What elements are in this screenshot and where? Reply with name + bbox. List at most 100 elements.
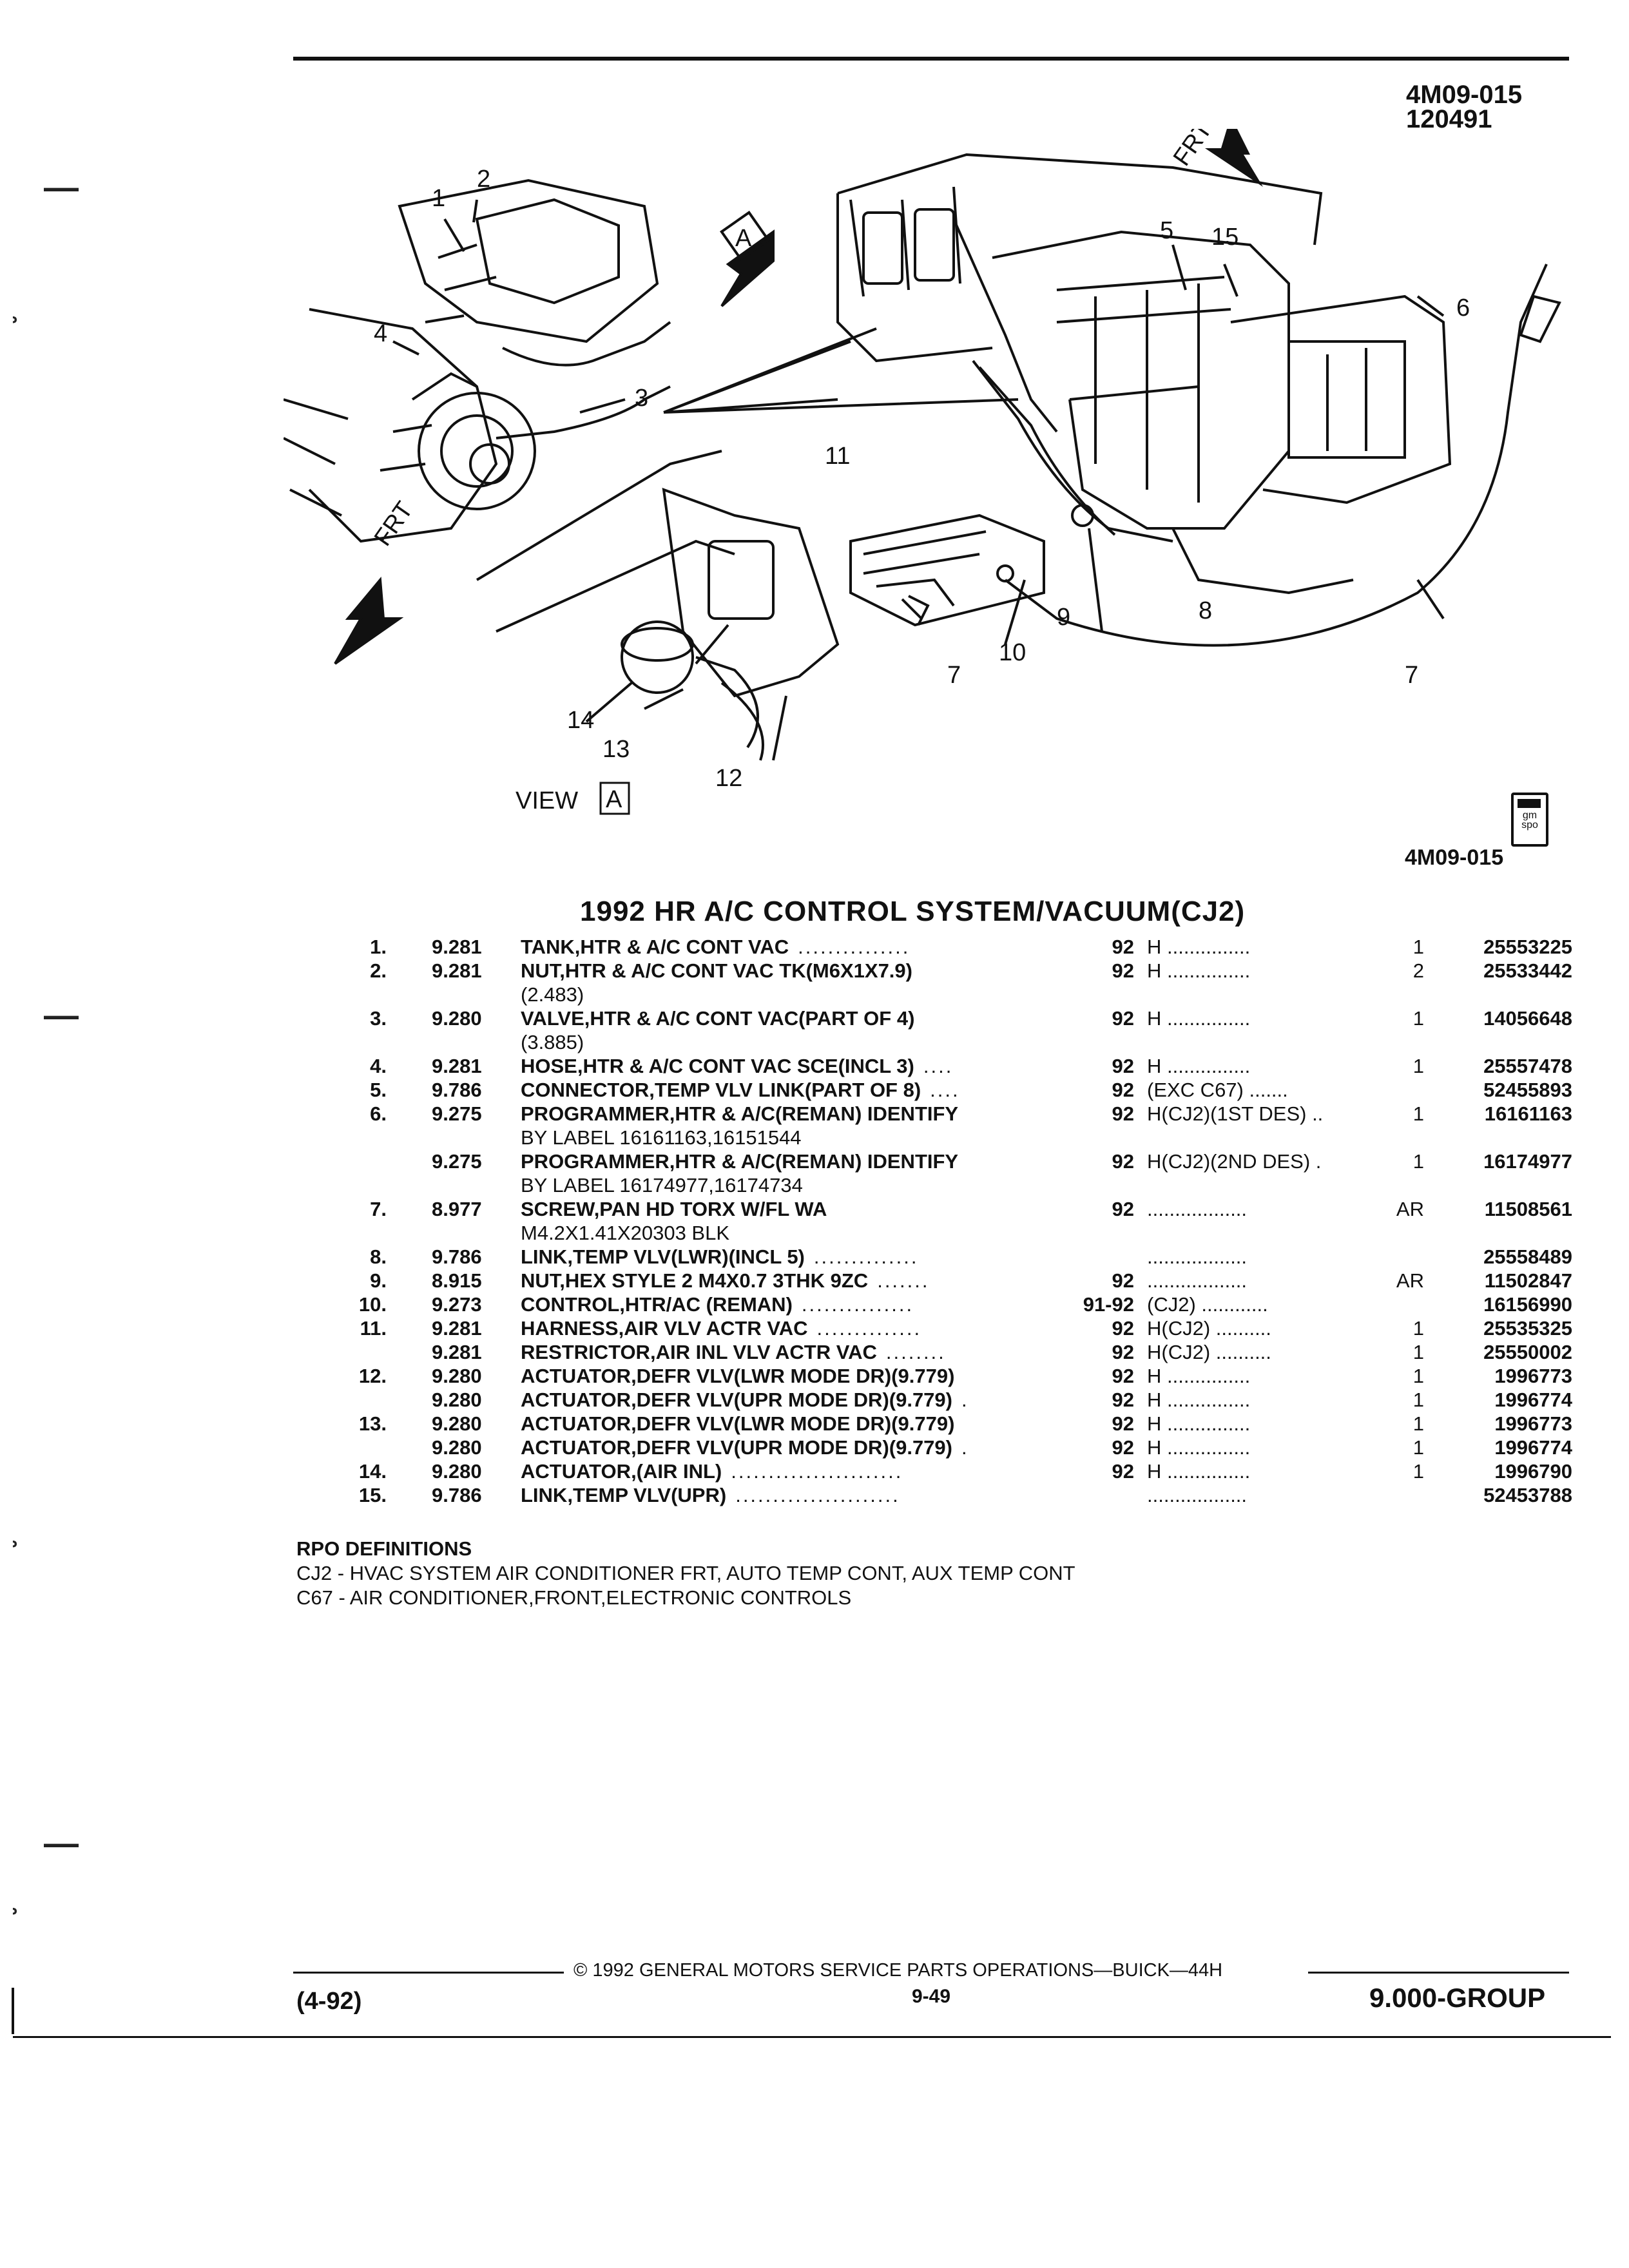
part-detail: ,AIR VLV ACTR VAC <box>618 1317 808 1340</box>
part-name: PROGRAMMER <box>521 1102 670 1125</box>
parts-row-continuation: (2.483) <box>348 983 1572 1007</box>
part-group-number: 9.275 <box>432 1150 482 1173</box>
part-detail: ,(AIR INL) <box>631 1460 722 1483</box>
part-model-year: 92 <box>1112 936 1134 958</box>
part-number: 52453788 <box>1483 1484 1572 1506</box>
footer-rule-left <box>293 1972 564 1974</box>
part-application: H(CJ2) .......... <box>1147 1341 1271 1363</box>
part-number: 25558489 <box>1483 1245 1572 1268</box>
part-number: 11508561 <box>1484 1198 1572 1220</box>
part-group-number: 9.281 <box>432 1055 482 1077</box>
footer-copyright: © 1992 GENERAL MOTORS SERVICE PARTS OPER… <box>574 1960 1223 1981</box>
footer-date: (4-92) <box>296 1988 362 2015</box>
part-number: 1996773 <box>1494 1412 1572 1435</box>
leader-dots: . <box>961 1389 969 1411</box>
part-quantity: 1 <box>1412 1365 1424 1387</box>
part-detail: ,HTR/AC (REMAN) <box>619 1293 793 1316</box>
part-quantity: 1 <box>1412 1055 1424 1077</box>
callout-6: 6 <box>1456 294 1470 322</box>
view-label: VIEW <box>516 787 578 814</box>
leader-dots: ...................... <box>735 1484 900 1506</box>
part-description: SCREW,PAN HD TORX W/FL WA <box>521 1198 836 1221</box>
part-detail: ,HTR & A/C(REMAN) IDENTIFY <box>669 1102 959 1125</box>
part-description: PROGRAMMER,HTR & A/C(REMAN) IDENTIFY <box>521 1150 967 1173</box>
part-group-number: 9.280 <box>432 1365 482 1387</box>
part-description: LINK,TEMP VLV(UPR)...................... <box>521 1484 900 1507</box>
illustration-code-line1: 4M09-015 <box>1406 81 1523 109</box>
part-detail: ,DEFR VLV(UPR MODE DR)(9.779) <box>631 1389 952 1411</box>
part-name: VALVE <box>521 1007 584 1030</box>
part-group-number: 9.275 <box>432 1102 482 1125</box>
part-description: NUT,HEX STYLE 2 M4X0.7 3THK 9ZC....... <box>521 1269 930 1293</box>
part-number: 1996774 <box>1494 1389 1572 1411</box>
part-detail: ,TEMP VLV LINK(PART OF 8) <box>649 1079 921 1101</box>
part-number: 25557478 <box>1483 1055 1572 1077</box>
part-detail: ,HTR & A/C CONT VAC(PART OF 4) <box>584 1007 915 1030</box>
view-box-letter: A <box>606 786 622 813</box>
part-name: TANK <box>521 936 575 958</box>
part-name: LINK <box>521 1245 568 1268</box>
part-quantity: 1 <box>1412 1317 1424 1340</box>
part-application: H ............... <box>1147 1007 1251 1030</box>
part-group-number: 9.786 <box>432 1484 482 1506</box>
part-item-number: 2. <box>370 959 387 982</box>
part-group-number: 9.280 <box>432 1389 482 1411</box>
bottom-rule <box>13 2036 1611 2038</box>
part-description: ACTUATOR,(AIR INL)......................… <box>521 1460 903 1483</box>
part-quantity: 1 <box>1412 1341 1424 1363</box>
part-number: 14056648 <box>1483 1007 1572 1030</box>
footer-page-number: 9-49 <box>912 1986 951 2007</box>
leader-dots: .............. <box>816 1317 922 1340</box>
part-group-number: 9.280 <box>432 1436 482 1459</box>
leader-dots: ........ <box>885 1341 946 1363</box>
part-group-number: 9.281 <box>432 936 482 958</box>
part-model-year: 92 <box>1112 1389 1134 1411</box>
part-item-number: 10. <box>358 1293 387 1316</box>
part-group-number: 8.977 <box>432 1198 482 1220</box>
rpo-heading: RPO DEFINITIONS <box>296 1537 472 1560</box>
part-group-number: 9.281 <box>432 1341 482 1363</box>
callout-3: 3 <box>635 385 648 412</box>
margin-mark: — <box>44 996 79 1035</box>
part-quantity: 1 <box>1412 936 1424 958</box>
part-name: NUT <box>521 1269 560 1292</box>
part-number: 25533442 <box>1483 959 1572 982</box>
part-model-year: 92 <box>1112 959 1134 982</box>
part-application: H ............... <box>1147 1389 1251 1411</box>
part-model-year: 92 <box>1112 1198 1134 1220</box>
view-a-marker: A <box>735 225 752 252</box>
part-number: 25553225 <box>1483 936 1572 958</box>
margin-mark: ˒ <box>9 294 21 332</box>
part-name: ACTUATOR <box>521 1365 631 1387</box>
part-description: PROGRAMMER,HTR & A/C(REMAN) IDENTIFY <box>521 1102 967 1126</box>
part-item-number: 5. <box>370 1079 387 1101</box>
part-quantity: 1 <box>1412 1460 1424 1483</box>
part-group-number: 9.273 <box>432 1293 482 1316</box>
leader-dots: ....................... <box>731 1460 903 1483</box>
illustration-code: 4M09-015 120491 <box>1406 81 1523 132</box>
part-name: HARNESS <box>521 1317 619 1340</box>
part-name: CONNECTOR <box>521 1079 650 1101</box>
part-name: HOSE <box>521 1055 577 1077</box>
part-detail: ,AIR INL VLV ACTR VAC <box>650 1341 877 1363</box>
part-model-year: 92 <box>1112 1365 1134 1387</box>
part-number: 52455893 <box>1483 1079 1572 1101</box>
part-quantity: 1 <box>1412 1007 1424 1030</box>
parts-row-continuation: BY LABEL 16161163,16151544 <box>348 1126 1572 1150</box>
part-group-number: 9.280 <box>432 1412 482 1435</box>
part-quantity: 1 <box>1412 1412 1424 1435</box>
diagram-caption-code: 4M09-015 <box>1405 845 1504 870</box>
part-item-number: 12. <box>358 1365 387 1387</box>
callout-10: 10 <box>999 639 1026 666</box>
part-application: H(CJ2)(2ND DES) . <box>1147 1150 1322 1173</box>
parts-row-continuation: BY LABEL 16174977,16174734 <box>348 1174 1572 1198</box>
parts-row-continuation: (3.885) <box>348 1031 1572 1055</box>
part-group-number: 9.786 <box>432 1245 482 1268</box>
